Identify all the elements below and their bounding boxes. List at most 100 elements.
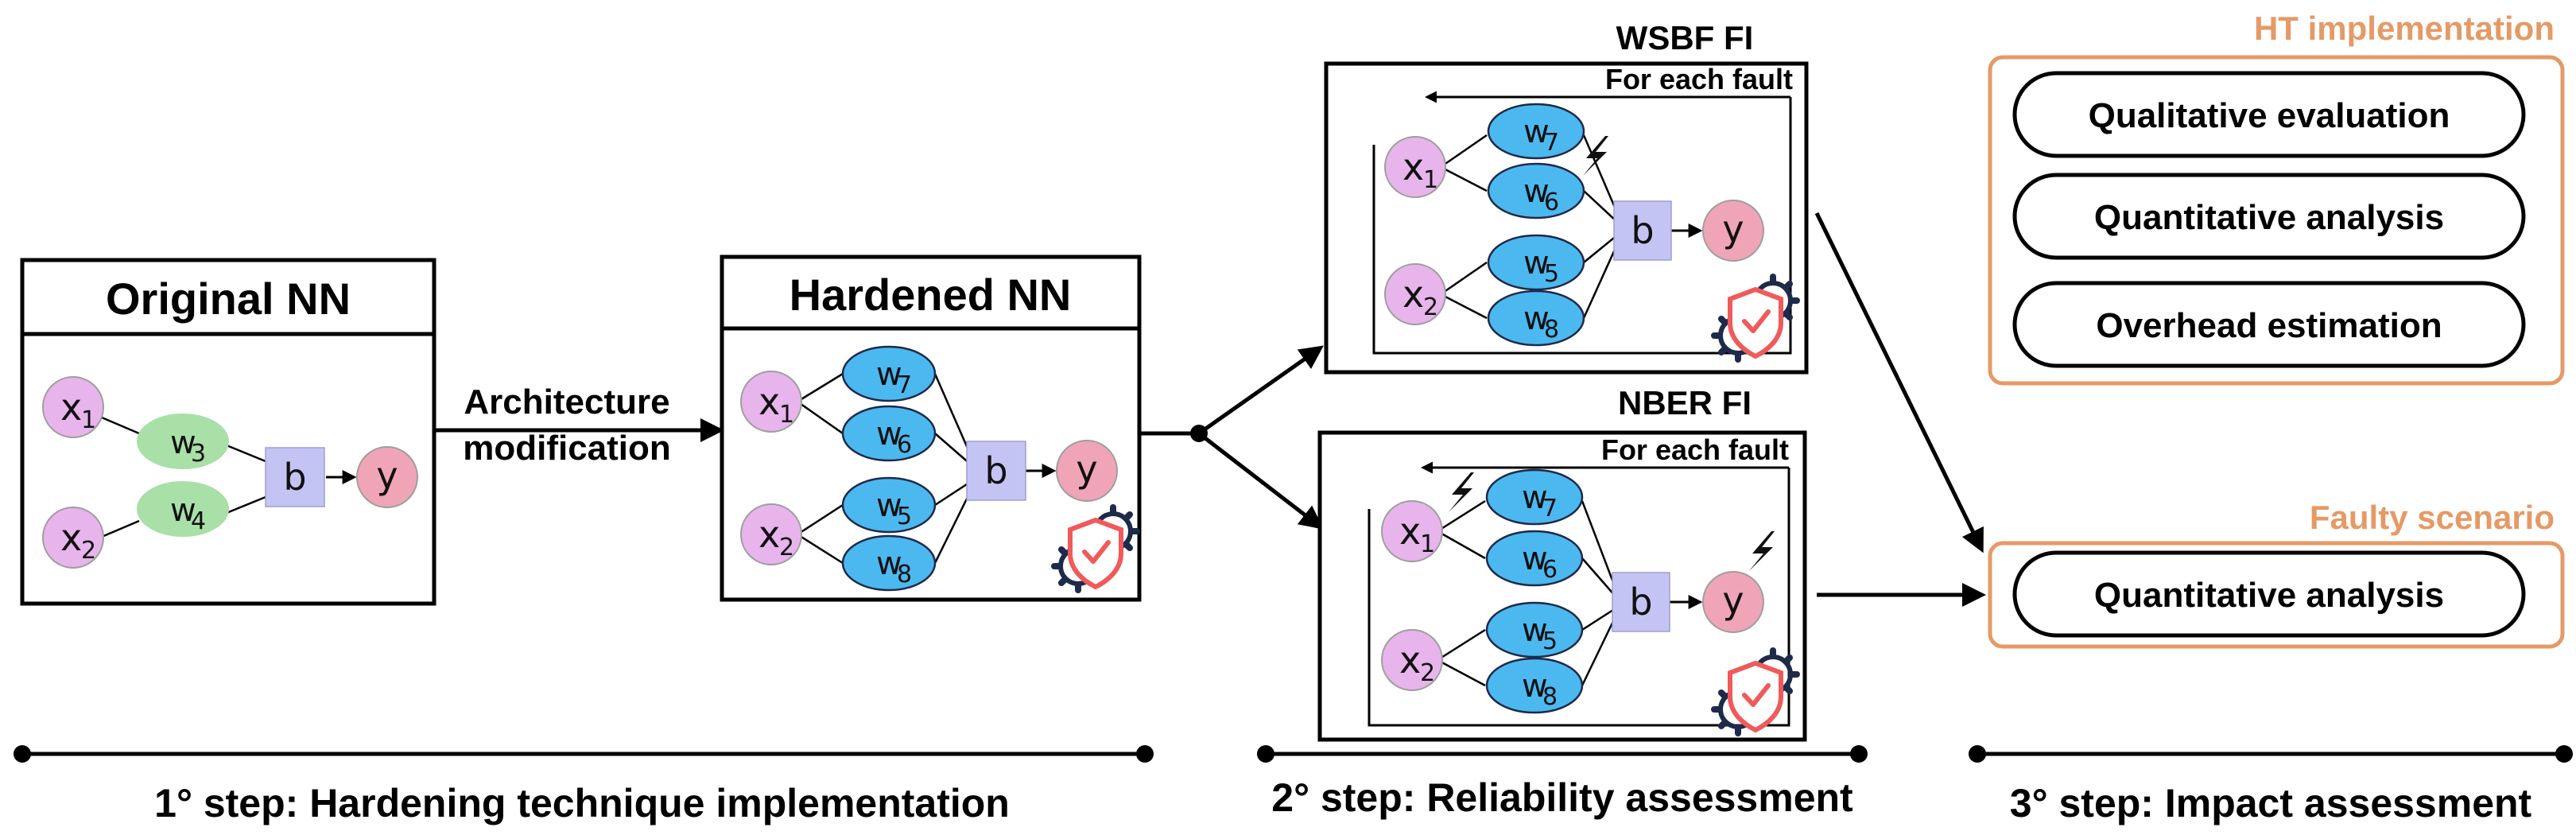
ht-implementation-title: HT implementation [2254,10,2555,47]
node-w5: w 5 [841,476,937,534]
node-b: b [1613,200,1672,261]
node-x2: x 2 [1381,629,1443,691]
svg-text:w: w [1523,245,1550,282]
svg-text:b: b [1629,581,1652,623]
svg-text:w: w [876,356,902,393]
svg-text:Quantitative analysis: Quantitative analysis [2094,198,2444,237]
svg-text:w: w [1522,612,1548,649]
node-w8: w 8 [1485,657,1584,714]
node-y: y [1056,440,1118,502]
svg-text:2: 2 [779,534,794,561]
svg-text:x: x [1399,639,1421,682]
quantitative-analysis-pill [2012,173,2526,260]
svg-text:6: 6 [897,431,912,459]
node-w5: w 5 [1485,601,1584,658]
svg-text:w: w [876,487,902,524]
node-w6: w 6 [841,405,937,462]
original-nn-panel: Original NN x 1 x 2 w 3 w [20,258,436,606]
svg-text:y: y [1722,579,1744,622]
svg-text:w: w [876,416,902,453]
wsbf-loop-label: For each fault [1605,63,1793,95]
faulty-scenario-title: Faulty scenario [2310,499,2555,536]
svg-text:x: x [1402,146,1424,188]
step-3-timeline: 3° step: Impact assessment [1969,745,2573,825]
step-1-label: 1° step: Hardening technique implementat… [154,781,1010,825]
svg-text:5: 5 [897,503,912,530]
ht-implementation-panel: HT implementation Qualitative evaluation… [1988,10,2565,386]
svg-text:1: 1 [81,406,96,434]
svg-text:2: 2 [81,537,96,565]
svg-text:8: 8 [1542,683,1558,711]
architecture-modification-arrow: Architecture modification [436,383,724,468]
node-b: b [1612,572,1670,632]
svg-text:2: 2 [1423,293,1438,321]
node-x2: x 2 [740,503,802,565]
svg-text:x: x [60,386,82,429]
step-2-label: 2° step: Reliability assessment [1271,775,1853,820]
node-w6: w 6 [1485,530,1584,587]
step-2-timeline: 2° step: Reliability assessment [1257,745,1868,820]
svg-text:x: x [1402,273,1424,316]
faulty-quantitative-analysis-pill [2012,550,2526,638]
svg-text:w: w [1523,173,1550,210]
svg-text:w: w [170,492,196,529]
node-w8: w 8 [1487,289,1585,347]
node-w4: w 4 [137,481,229,537]
nber-fi-panel: NBER FI For each fault x 1 x 2 w [1317,384,1807,742]
node-x1: x 1 [740,371,802,433]
step-3-label: 3° step: Impact assessment [2010,781,2532,825]
faulty-scenario-panel: Faulty scenario Quantitative analysis [1988,499,2565,649]
wsbf-fi-panel: WSBF FI For each fault x 1 x 2 w [1324,19,1809,375]
svg-text:x: x [758,513,780,556]
svg-text:4: 4 [191,507,206,535]
step-1-timeline: 1° step: Hardening technique implementat… [14,745,1154,825]
svg-text:5: 5 [1542,627,1558,655]
svg-text:y: y [1076,448,1097,491]
svg-text:6: 6 [1544,188,1559,216]
svg-text:7: 7 [1542,495,1558,522]
svg-text:1: 1 [1423,166,1438,194]
node-w7: w 7 [1487,103,1585,160]
svg-text:7: 7 [897,371,912,399]
svg-text:w: w [876,546,902,582]
svg-text:b: b [1631,209,1654,252]
node-x2: x 2 [42,507,104,569]
node-y: y [1702,571,1764,633]
svg-text:3: 3 [191,440,206,468]
svg-text:w: w [1523,114,1550,150]
svg-text:8: 8 [1544,316,1559,344]
node-x1: x 1 [1384,136,1446,198]
svg-text:Architecture: Architecture [464,383,669,421]
svg-text:y: y [376,454,398,497]
svg-text:w: w [1522,480,1548,516]
node-x2: x 2 [1384,263,1446,325]
svg-text:x: x [758,380,780,423]
nber-title: NBER FI [1618,384,1752,421]
hardened-nn-title: Hardened NN [789,270,1072,320]
svg-text:7: 7 [1544,129,1559,157]
svg-text:w: w [1523,301,1550,337]
node-w7: w 7 [1485,468,1584,526]
wsbf-to-impact-arrow [1814,212,1984,554]
svg-text:w: w [1522,668,1548,705]
node-b: b [966,441,1026,501]
qualitative-evaluation-pill [2012,71,2526,158]
split-connector [1139,345,1324,530]
node-y: y [356,446,418,508]
svg-text:x: x [1399,510,1421,553]
wsbf-title: WSBF FI [1616,19,1754,56]
node-w3: w 3 [137,414,229,469]
node-w6: w 6 [1487,162,1585,219]
svg-text:x: x [60,516,82,559]
svg-text:modification: modification [463,429,671,468]
svg-text:2: 2 [1420,659,1435,687]
node-w5: w 5 [1487,234,1585,291]
svg-text:b: b [984,449,1007,492]
svg-text:1: 1 [1420,530,1435,558]
node-y: y [1702,200,1764,262]
svg-text:6: 6 [1542,556,1558,584]
svg-text:b: b [283,456,306,499]
hardened-nn-panel: Hardened NN x 1 x 2 w 7 [720,254,1142,602]
svg-text:5: 5 [1544,260,1559,288]
